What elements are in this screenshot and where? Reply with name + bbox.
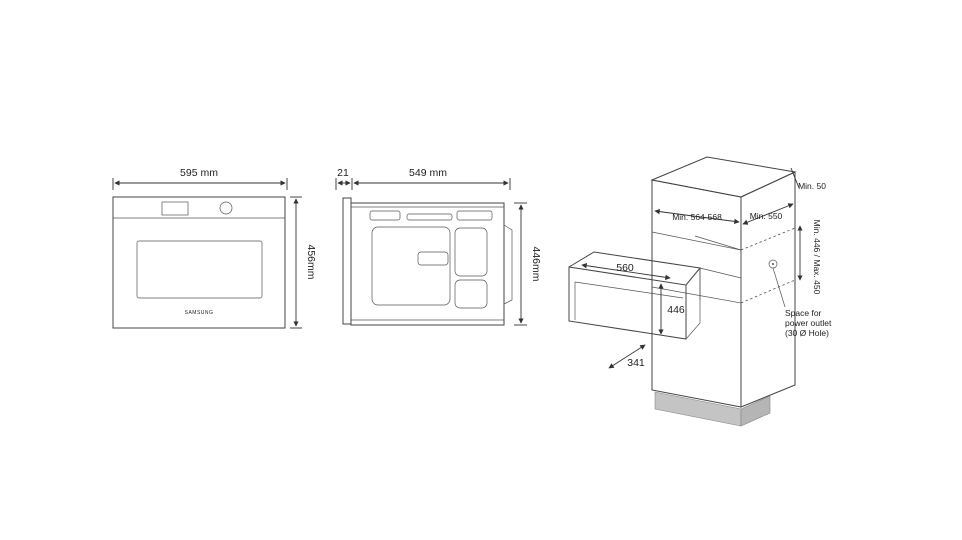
cabinet-top	[650, 156, 797, 198]
oven-depth-label: 341	[627, 357, 645, 369]
outlet-note-line2: power outlet	[785, 318, 832, 328]
side-view: 21 549 mm 446mm	[335, 167, 542, 326]
side-oven-body	[350, 202, 505, 326]
side-front-panel	[342, 197, 352, 325]
outlet-note-line3: (30 Ø Hole)	[785, 328, 829, 338]
front-width-label: 595 mm	[180, 167, 218, 179]
display-panel	[161, 201, 189, 216]
cabinet-depth-label: Min. 550	[750, 211, 783, 221]
oven-height-label: 446	[667, 304, 685, 316]
oven-width-label: 560	[616, 262, 634, 274]
niche-height-label: Min. 446 / Max. 450	[812, 220, 822, 295]
side-height-label: 446mm	[530, 246, 542, 281]
front-oven-window	[136, 240, 263, 299]
cabinet-base	[654, 391, 742, 427]
front-brand: SAMSUNG	[185, 310, 214, 316]
top-clearance-label: Min. 50	[798, 181, 826, 191]
cabinet-width-label: Min. 564-568	[672, 212, 722, 222]
cabinet-side-face	[740, 171, 796, 408]
front-oven-body	[112, 196, 286, 329]
side-cavity	[371, 226, 451, 306]
control-knob-icon	[219, 201, 233, 215]
front-height-label: 456mm	[305, 244, 317, 279]
side-front-depth-label: 21	[337, 167, 349, 179]
installation-view: Min. 564-568 Min. 550 Min. 50 Min. 446 /…	[568, 156, 832, 427]
outlet-note-line1: Space for	[785, 308, 822, 318]
front-view: 595 mm SAMSUNG 456mm	[112, 167, 317, 329]
side-depth-label: 549 mm	[409, 167, 447, 179]
